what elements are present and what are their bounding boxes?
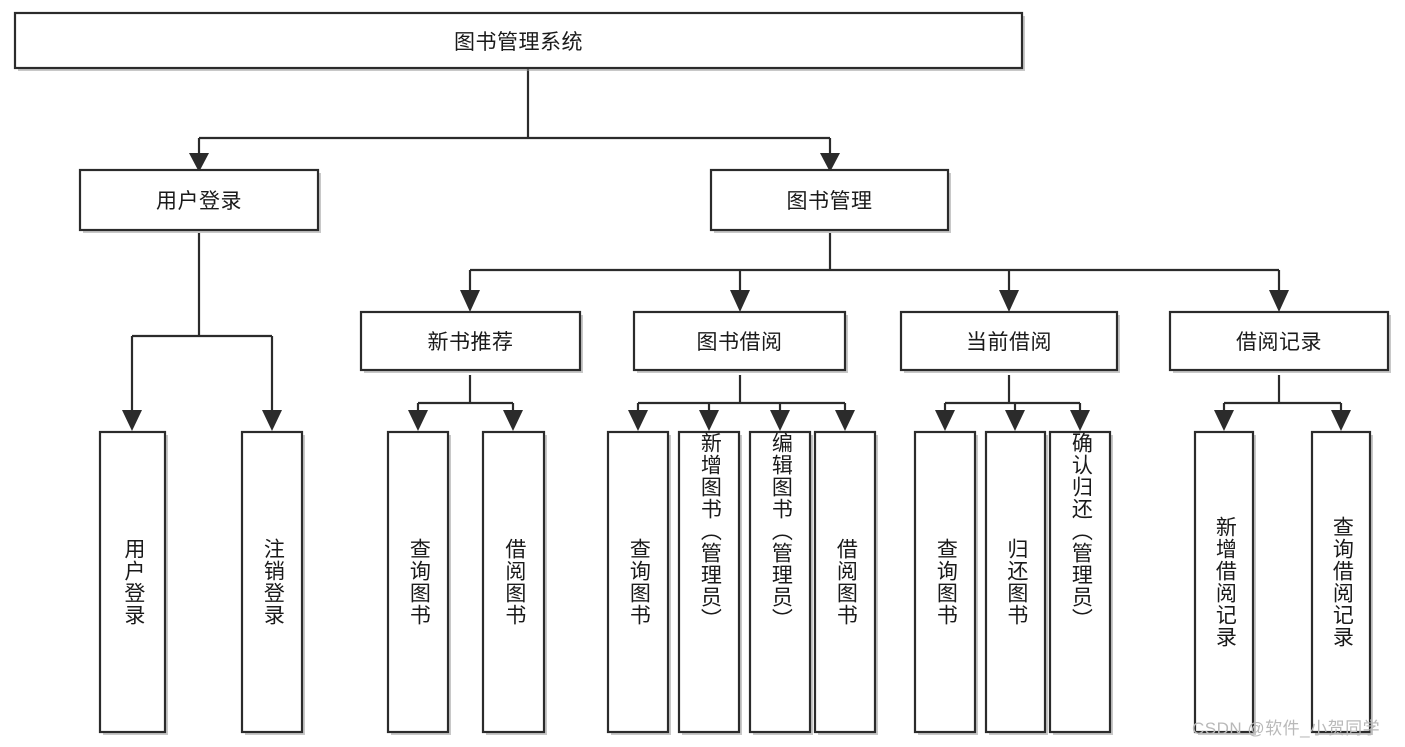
box-new-book-recommend[interactable] xyxy=(359,310,582,372)
node-box-group xyxy=(13,11,1391,735)
box-title[interactable] xyxy=(13,11,1024,70)
box-leaf-confirm-return[interactable] xyxy=(1048,430,1112,734)
arrowhead-leaf-add-book xyxy=(699,410,719,431)
arrowhead-leaf-edit-book xyxy=(770,410,790,431)
arrowhead-leaf-user-login xyxy=(122,410,142,431)
box-leaf-return-book[interactable] xyxy=(984,430,1047,734)
box-current-borrow[interactable] xyxy=(899,310,1119,372)
arrowhead-leaf-logout-login xyxy=(262,410,282,431)
box-leaf-borrow-book-2[interactable] xyxy=(813,430,877,734)
edge-group xyxy=(122,68,1351,431)
box-leaf-user-login[interactable] xyxy=(98,430,167,734)
arrowhead-leaf-query-book-3 xyxy=(935,410,955,431)
arrowhead-leaf-return-book xyxy=(1005,410,1025,431)
box-leaf-edit-book[interactable] xyxy=(748,430,812,734)
box-leaf-add-book[interactable] xyxy=(677,430,741,734)
box-user-login[interactable] xyxy=(78,168,320,232)
arrowhead-leaf-query-book-2 xyxy=(628,410,648,431)
arrowhead-borrow-record xyxy=(1269,290,1289,312)
arrowhead-leaf-query-record xyxy=(1331,410,1351,431)
box-leaf-add-record[interactable] xyxy=(1193,430,1255,734)
arrowhead-leaf-confirm-return xyxy=(1070,410,1090,431)
arrowhead-leaf-add-record xyxy=(1214,410,1234,431)
box-leaf-query-record[interactable] xyxy=(1310,430,1372,734)
box-book-borrow[interactable] xyxy=(632,310,847,372)
box-leaf-query-book-1[interactable] xyxy=(386,430,450,734)
arrowhead-leaf-borrow-book-2 xyxy=(835,410,855,431)
csdn-watermark: CSDN @软件_小贺同学 xyxy=(1192,719,1381,738)
box-leaf-borrow-book-1[interactable] xyxy=(481,430,546,734)
arrowhead-book-borrow xyxy=(730,290,750,312)
box-borrow-record[interactable] xyxy=(1168,310,1390,372)
box-book-management[interactable] xyxy=(709,168,950,232)
arrowhead-current-borrow xyxy=(999,290,1019,312)
arrowhead-leaf-borrow-book-1 xyxy=(503,410,523,431)
box-leaf-query-book-3[interactable] xyxy=(913,430,977,734)
box-leaf-query-book-2[interactable] xyxy=(606,430,670,734)
arrowhead-new-book-recommend xyxy=(460,290,480,312)
arrowhead-user-login xyxy=(189,153,209,172)
box-leaf-logout-login[interactable] xyxy=(240,430,304,734)
arrowhead-leaf-query-book-1 xyxy=(408,410,428,431)
arrowhead-book-management xyxy=(820,153,840,172)
